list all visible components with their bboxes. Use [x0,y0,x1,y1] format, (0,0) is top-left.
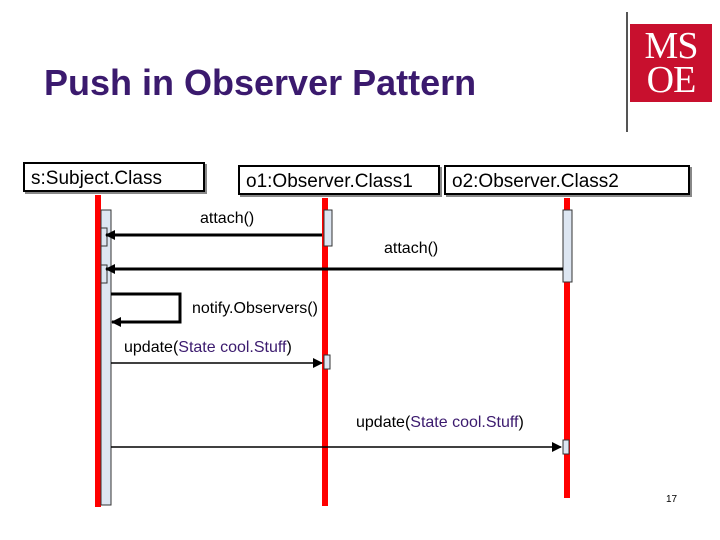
update2-method: update( [356,414,411,431]
notify-self-arrow [111,292,182,327]
observer2-object-box: o2:Observer.Class2 [444,165,690,195]
notify-label: notify.Observers() [192,300,318,317]
update2-label: update(State cool.Stuff) [356,414,524,432]
observer1-activation-update [323,354,331,370]
logo-line-2: OE [646,59,697,101]
observer1-object-label: o1:Observer.Class1 [246,171,413,192]
logo-line-1: MS [644,25,699,67]
subject-object-box: s:Subject.Class [23,162,205,192]
update2-argument: State cool.Stuff [410,414,519,431]
update1-label: update(State cool.Stuff) [124,339,292,357]
observer2-activation-update [562,439,570,455]
observer2-activation [562,209,573,283]
subject-activation-b [100,264,108,284]
subject-activation-main [100,209,112,506]
observer1-lifeline [322,198,328,506]
update1-method: update( [124,339,179,356]
update1-close: ) [286,339,292,356]
subject-lifeline [95,195,101,507]
msoe-logo: MS OE [630,24,712,102]
slide-title: Push in Observer Pattern [44,62,477,103]
observer1-activation [323,209,333,247]
update2-close: ) [518,414,524,431]
observer2-object-label: o2:Observer.Class2 [452,171,619,192]
subject-object-label: s:Subject.Class [31,168,162,189]
observer1-object-box: o1:Observer.Class1 [238,165,440,195]
observer2-lifeline [564,198,570,498]
subject-activation-a [100,227,108,247]
attach1-label: attach() [200,210,255,227]
page-number: 17 [666,494,678,505]
logo-divider [626,12,628,132]
attach2-label: attach() [384,240,439,257]
update1-argument: State cool.Stuff [178,339,287,356]
